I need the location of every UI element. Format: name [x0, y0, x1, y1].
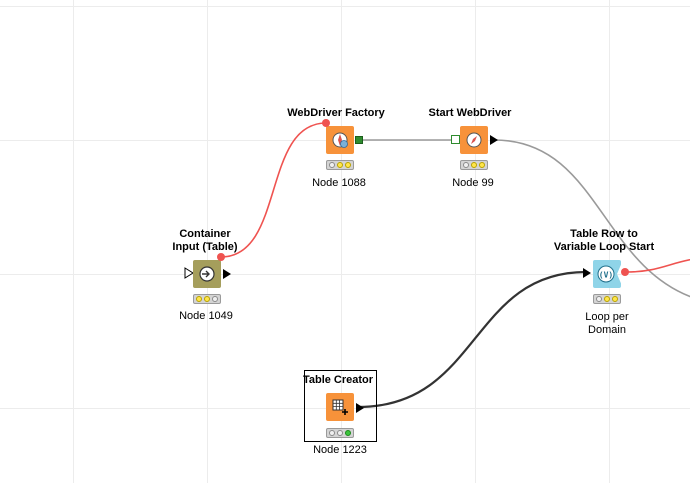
flow-variable-port-icon[interactable] [216, 252, 226, 262]
status-light [212, 296, 218, 302]
node-status-lights [326, 160, 354, 170]
node-label-line: Node 1088 [312, 177, 366, 189]
node-label-line: Node 99 [452, 177, 494, 189]
node-title: Start WebDriver [429, 107, 512, 120]
node-label[interactable]: Node 1049 [179, 310, 233, 323]
node-label[interactable]: Node 1223 [313, 444, 367, 457]
status-light [596, 296, 602, 302]
node-title: Container Input (Table) [172, 228, 237, 254]
node-title: Table Row to Variable Loop Start [554, 228, 654, 254]
input-port-triangle-icon[interactable] [184, 267, 194, 279]
compass-icon [466, 132, 482, 148]
node-status-lights [460, 160, 488, 170]
status-light [345, 162, 351, 168]
object-output-port-icon[interactable] [355, 136, 363, 144]
table-creator-icon[interactable] [326, 393, 354, 421]
node-title-line: Variable Loop Start [553, 241, 655, 253]
flow-variable-port-icon[interactable] [620, 267, 630, 277]
status-light [337, 430, 343, 436]
node-title-line: Table Creator [302, 374, 374, 386]
node-label-line: Node 1223 [313, 444, 367, 456]
status-light [337, 162, 343, 168]
wire-table-creator-to-loop-start[interactable] [357, 270, 587, 409]
status-light [463, 162, 469, 168]
node-title-line: WebDriver Factory [287, 107, 385, 119]
node-title: WebDriver Factory [287, 107, 385, 120]
node-title-line: Start WebDriver [428, 107, 512, 119]
flow-variable-port-icon[interactable] [321, 118, 331, 128]
node-label[interactable]: Node 99 [452, 177, 494, 190]
status-light [329, 162, 335, 168]
output-port-triangle-icon[interactable] [355, 402, 365, 414]
svg-text:(V): (V) [599, 271, 613, 280]
webdriver-factory-icon[interactable] [326, 126, 354, 154]
input-port-triangle-icon[interactable] [582, 267, 592, 279]
status-light [204, 296, 210, 302]
selection-frame [304, 370, 377, 442]
loop-start-icon[interactable]: (V) [593, 260, 621, 288]
container-input-glyph-icon [199, 266, 215, 282]
node-status-lights [193, 294, 221, 304]
status-light [345, 430, 351, 436]
node-label[interactable]: Loop per Domain [585, 311, 628, 337]
wire-start-webdriver-to-offscreen[interactable] [493, 139, 690, 300]
wire-container-to-webdriver-factory[interactable] [220, 122, 327, 258]
wire-loop-start-to-offscreen[interactable] [625, 258, 690, 273]
status-light [479, 162, 485, 168]
node-status-lights [326, 428, 354, 438]
node-status-lights [593, 294, 621, 304]
output-port-triangle-icon[interactable] [489, 134, 499, 146]
start-webdriver-icon[interactable] [460, 126, 488, 154]
node-label[interactable]: Node 1088 [312, 177, 366, 190]
node-label-line: Domain [588, 324, 626, 336]
status-light [329, 430, 335, 436]
status-light [196, 296, 202, 302]
status-light [471, 162, 477, 168]
output-port-triangle-icon[interactable] [222, 268, 232, 280]
node-title-line: Container [179, 228, 231, 240]
node-label-line: Loop per [585, 311, 629, 323]
status-light [604, 296, 610, 302]
status-light [612, 296, 618, 302]
compass-gear-icon [332, 132, 348, 148]
node-title: Table Creator [303, 374, 373, 387]
node-title-line: Table Row to [570, 228, 638, 240]
table-grid-plus-icon [332, 399, 348, 415]
node-label-line: Node 1049 [179, 310, 233, 322]
node-title-line: Input (Table) [172, 241, 238, 253]
object-input-port-icon[interactable] [451, 135, 461, 145]
container-input-icon[interactable] [193, 260, 221, 288]
